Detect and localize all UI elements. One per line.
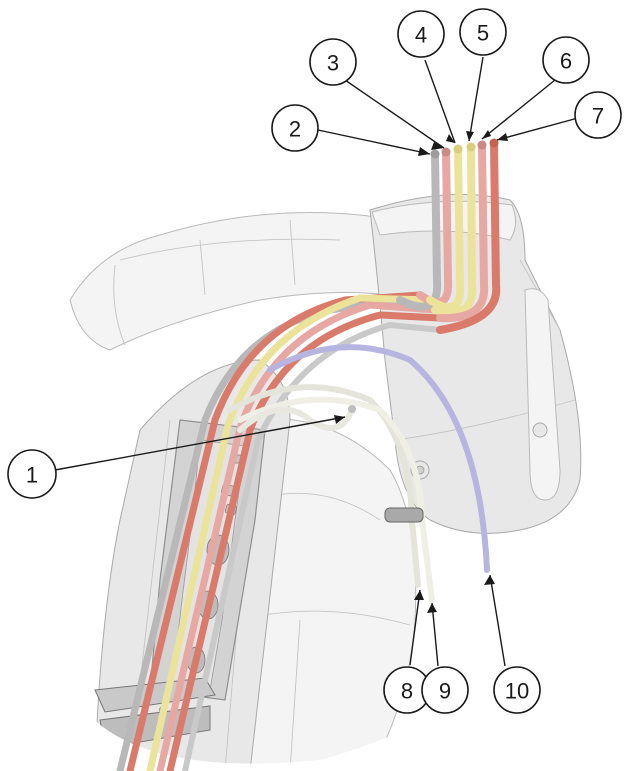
callout-1: 1 (7, 449, 57, 499)
callout-5-label: 5 (477, 21, 489, 46)
callout-10: 10 (493, 666, 541, 714)
tube-9 (237, 396, 435, 603)
callout-6: 6 (542, 36, 590, 84)
callout-8: 8 (383, 666, 431, 714)
callout-2-label: 2 (289, 117, 301, 142)
tube-bundle (116, 138, 501, 771)
tube-grey-run-2 (182, 321, 443, 771)
callout-3: 3 (309, 38, 357, 86)
callout-9-label: 9 (439, 679, 451, 704)
tube-8 (227, 384, 421, 588)
callout-3-label: 3 (327, 51, 339, 76)
leader-lines (54, 56, 579, 667)
housing-slot (524, 288, 561, 501)
callout-8-label: 8 (401, 679, 413, 704)
tube-3 (416, 149, 453, 307)
callout-4-label: 4 (415, 23, 427, 48)
tube-1 (237, 406, 355, 433)
callout-7-label: 7 (592, 104, 604, 129)
callout-5: 5 (459, 8, 507, 56)
right-housing (369, 193, 582, 534)
tube-5 (431, 144, 477, 317)
callout-1-label: 1 (26, 463, 38, 488)
callout-7: 7 (574, 91, 622, 139)
callout-6-label: 6 (560, 49, 572, 74)
tube-4 (426, 146, 465, 312)
callout-10-label: 10 (505, 679, 529, 704)
tube-red-run-1 (126, 291, 424, 771)
callout-4: 4 (397, 10, 445, 58)
tube-6 (436, 142, 489, 323)
tube-7 (436, 140, 501, 334)
callout-9: 9 (421, 666, 469, 714)
tube-10 (267, 344, 490, 573)
callout-2: 2 (271, 104, 319, 152)
tube-clip (384, 507, 424, 523)
